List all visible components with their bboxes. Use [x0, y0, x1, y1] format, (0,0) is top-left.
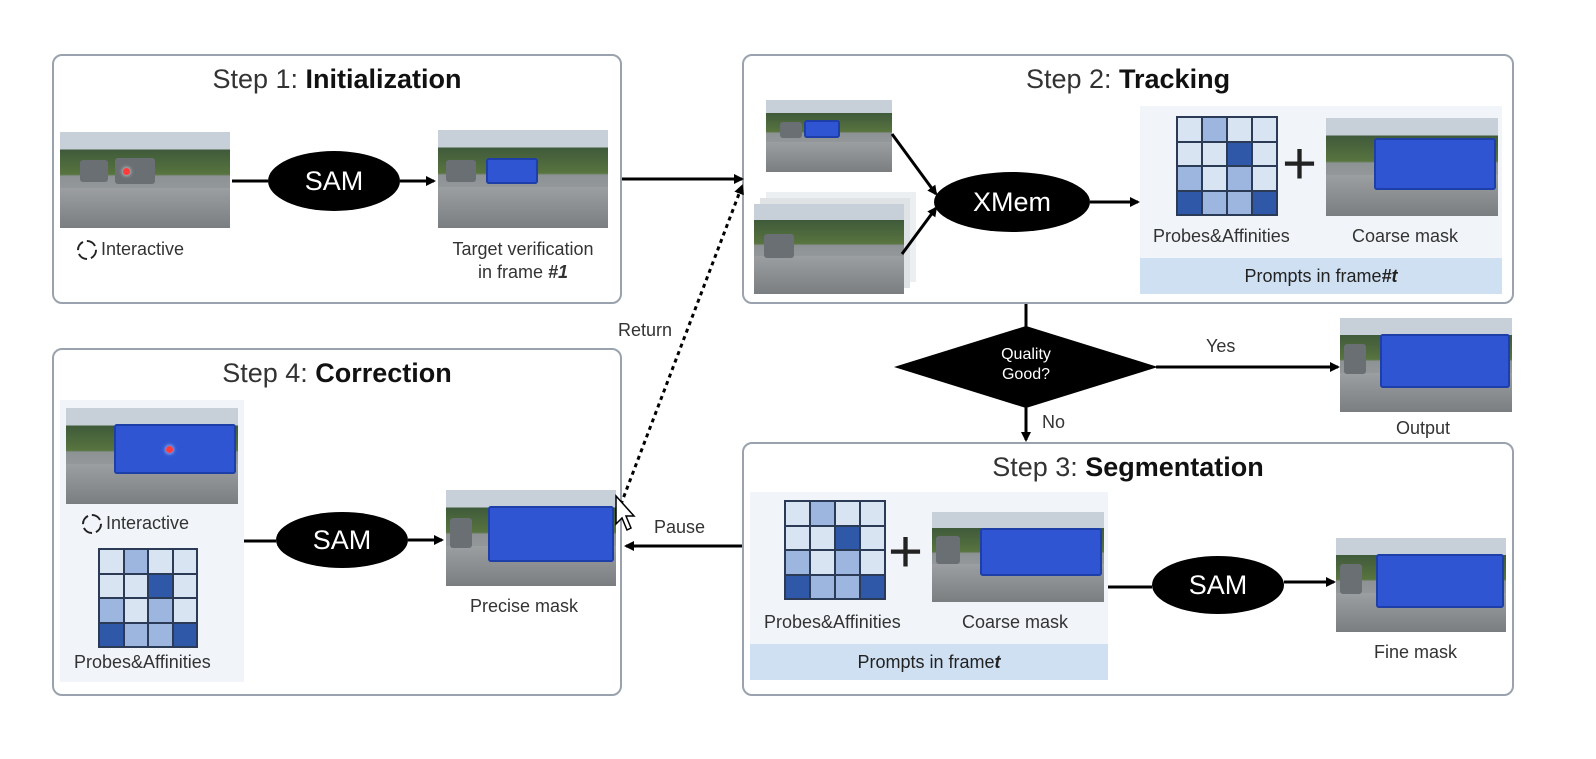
pause-label: Pause	[654, 517, 706, 537]
affinity-cell	[1228, 191, 1251, 214]
output-frame	[1340, 318, 1512, 412]
return-label: Return	[618, 320, 673, 340]
fine-mask-frame	[1336, 538, 1506, 632]
step1-title: Step 1: Initialization	[212, 64, 462, 94]
affinity-cell	[836, 575, 859, 598]
step1-sam-node: SAM	[268, 151, 400, 211]
affinity-cell	[173, 623, 196, 646]
affinity-cell	[1203, 167, 1226, 190]
step2-coarse-label: Coarse mask	[1352, 226, 1459, 246]
step3-sam-node: SAM	[1152, 556, 1284, 614]
precise-mask-frame	[446, 490, 616, 586]
affinity-cell	[1253, 142, 1276, 165]
affinity-cell	[173, 550, 196, 573]
affinity-cell	[124, 574, 147, 597]
step3-affinity-grid	[784, 500, 886, 600]
plus-icon: +	[1282, 130, 1318, 197]
step4-input-frame	[66, 408, 238, 504]
affinity-cell	[100, 599, 123, 622]
affinity-cell	[1178, 142, 1201, 165]
arrow-return	[616, 184, 744, 513]
affinity-cell	[811, 575, 834, 598]
affinity-cell	[149, 623, 172, 646]
step1-verified-frame	[438, 130, 608, 228]
affinity-cell	[100, 574, 123, 597]
affinity-cell	[149, 599, 172, 622]
affinity-cell	[124, 550, 147, 573]
quality-decision	[894, 326, 1158, 408]
affinity-cell	[1178, 118, 1201, 141]
click-point-icon	[166, 446, 173, 453]
step2-prompts-band: Prompts in frame #t	[1140, 258, 1502, 294]
no-label: No	[1042, 412, 1066, 432]
affinity-cell	[786, 526, 809, 549]
affinity-cell	[124, 599, 147, 622]
step2-coarse-mask	[1326, 118, 1498, 216]
affinity-cell	[1203, 142, 1226, 165]
affinity-cell	[1253, 191, 1276, 214]
step3-probes-label: Probes&Affinities	[764, 612, 901, 632]
affinity-cell	[861, 526, 884, 549]
affinity-cell	[173, 574, 196, 597]
step2-probes-label: Probes&Affinities	[1153, 226, 1290, 246]
affinity-cell	[124, 623, 147, 646]
affinity-cell	[836, 526, 859, 549]
step2-frame-stack	[754, 204, 904, 294]
step4-affinity-grid	[98, 548, 198, 648]
step1-interactive-label: Interactive	[75, 238, 184, 262]
affinity-cell	[100, 550, 123, 573]
affinity-cell	[861, 551, 884, 574]
affinity-cell	[861, 502, 884, 525]
affinity-cell	[786, 502, 809, 525]
target-mask	[486, 158, 538, 184]
affinity-cell	[836, 502, 859, 525]
step2-title: Step 2: Tracking	[1025, 64, 1231, 94]
affinity-cell	[149, 550, 172, 573]
step4-title: Step 4: Correction	[222, 358, 452, 388]
step4-interactive-label: Interactive	[80, 512, 189, 536]
step2-frame-prev	[766, 100, 892, 172]
step3-title: Step 3: Segmentation	[992, 452, 1264, 482]
click-point-icon	[123, 168, 130, 175]
affinity-cell	[173, 599, 196, 622]
xmem-node: XMem	[934, 172, 1090, 232]
step3-prompts-band: Prompts in frame t	[750, 644, 1108, 680]
affinity-cell	[1178, 167, 1201, 190]
affinity-cell	[786, 575, 809, 598]
affinity-cell	[811, 526, 834, 549]
step4-sam-node: SAM	[276, 512, 408, 568]
affinity-cell	[149, 574, 172, 597]
affinity-cell	[1253, 167, 1276, 190]
affinity-cell	[1178, 191, 1201, 214]
output-label: Output	[1396, 418, 1451, 438]
affinity-cell	[786, 551, 809, 574]
refresh-icon	[82, 514, 102, 534]
affinity-cell	[811, 502, 834, 525]
step2-affinity-grid	[1176, 116, 1278, 216]
affinity-cell	[1203, 118, 1226, 141]
yes-label: Yes	[1206, 336, 1236, 356]
step3-coarse-mask	[932, 512, 1104, 602]
affinity-cell	[100, 623, 123, 646]
step4-probes-label: Probes&Affinities	[74, 652, 211, 672]
step3-coarse-label: Coarse mask	[962, 612, 1069, 632]
affinity-cell	[1253, 118, 1276, 141]
fine-mask-label: Fine mask	[1374, 642, 1458, 662]
affinity-cell	[1228, 142, 1251, 165]
affinity-cell	[836, 551, 859, 574]
step1-input-frame	[60, 132, 230, 228]
precise-mask-label: Precise mask	[470, 596, 579, 616]
affinity-cell	[1228, 118, 1251, 141]
plus-icon: +	[888, 518, 924, 585]
affinity-cell	[811, 551, 834, 574]
affinity-cell	[1203, 191, 1226, 214]
affinity-cell	[1228, 167, 1251, 190]
affinity-cell	[861, 575, 884, 598]
refresh-icon	[77, 240, 97, 260]
